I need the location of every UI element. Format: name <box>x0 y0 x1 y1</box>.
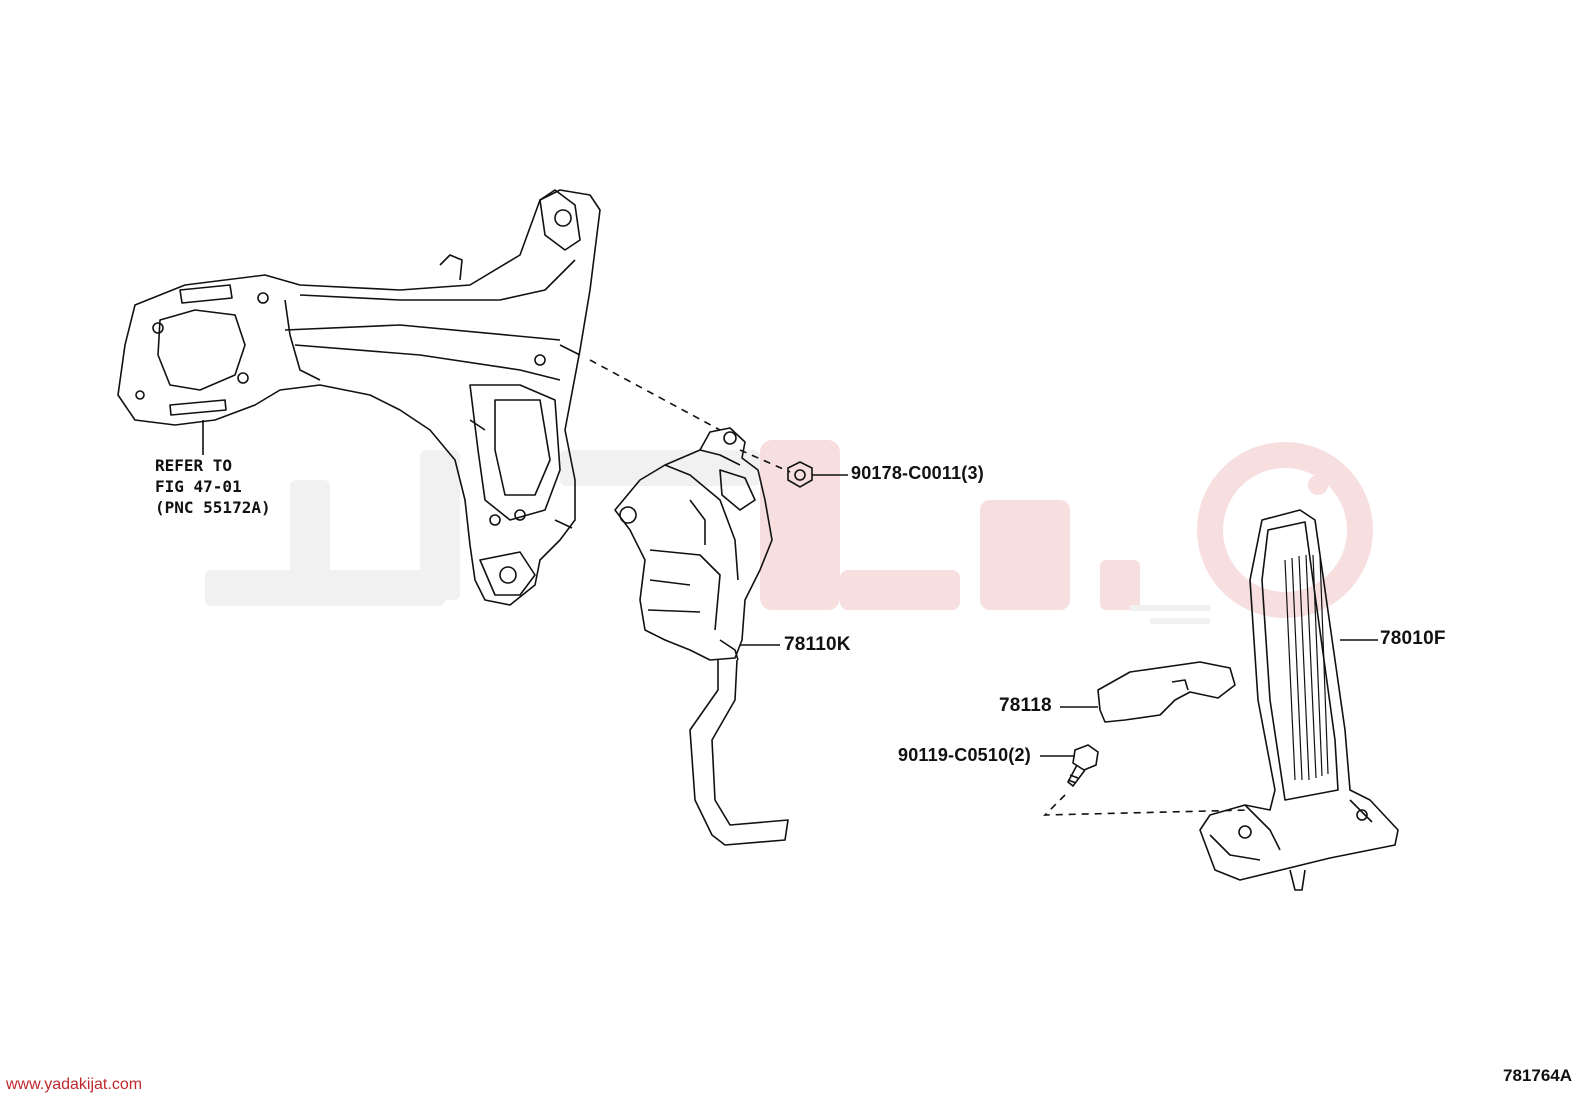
refer-note-line2: FIG 47-01 <box>155 477 242 496</box>
watermark-logo <box>205 440 1373 624</box>
accelerator-pedal-drawing <box>1199 509 1399 891</box>
part-label-nut[interactable]: 90178-C0011(3) <box>851 463 984 483</box>
pedal-bracket-drawing <box>117 189 601 606</box>
part-label-bolt[interactable]: 90119-C0510(2) <box>898 745 1031 765</box>
refer-note-line1: REFER TO <box>155 456 233 475</box>
dashed-guide-3 <box>1043 794 1251 816</box>
pedal-grip-lines <box>1284 554 1329 781</box>
figure-number: 781764A <box>1503 1066 1573 1085</box>
part-label-pedal-sensor[interactable]: 78110K <box>784 634 851 655</box>
dashed-guide-2 <box>739 449 791 473</box>
pedal-sensor-drawing <box>614 427 789 846</box>
refer-note-line3: (PNC 55172A) <box>155 498 271 517</box>
small-bracket-drawing <box>1097 661 1236 723</box>
watermark-site-url[interactable]: www.yadakijat.com <box>6 1076 143 1093</box>
refer-note: REFER TO FIG 47-01 (PNC 55172A) <box>155 455 271 518</box>
nut-drawing <box>787 461 813 488</box>
part-label-pedal-pad[interactable]: 78010F <box>1380 628 1446 649</box>
part-label-bracket[interactable]: 78118 <box>999 695 1052 716</box>
dashed-guide-1 <box>589 359 721 431</box>
bolt-drawing <box>1066 744 1099 788</box>
